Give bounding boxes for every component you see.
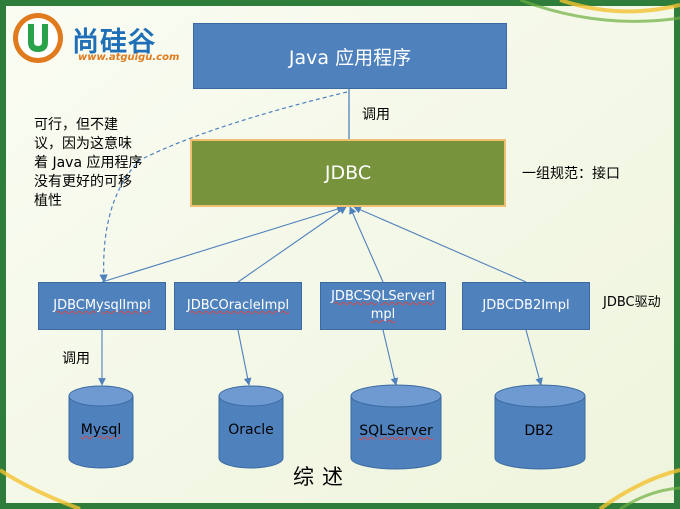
sql-impl-to-db-arrow [382, 329, 399, 386]
db2-db-label: DB2 [524, 423, 554, 439]
oracle-impl-to-jdbc-arrow [237, 206, 347, 283]
db2-impl-to-db-arrow [525, 329, 543, 386]
db2-database-cylinder [494, 384, 586, 470]
jdbc-spec-label: 一组规范：接口 [522, 166, 620, 182]
mysql-impl-box: JDBCMysqlImpl [38, 282, 166, 330]
sqlserver-db-label-text: SQLServer [359, 423, 433, 439]
oracle-impl-box: JDBCOracleImpl [174, 282, 302, 330]
java-app-box: Java 应用程序 [193, 23, 507, 89]
side-note: 可行，但不建议，因为这意味着 Java 应用程序没有更好的可移植性 [34, 117, 143, 209]
summary-title: 综述 [293, 465, 351, 489]
brand-logo: 尚硅谷 www.atguigu.com [10, 8, 180, 68]
oracle-impl-to-db-arrow [237, 329, 252, 386]
call-label-top: 调用 [362, 107, 390, 123]
mysql-db-label-text: Mysql [80, 422, 122, 438]
jdbc-box: JDBC [190, 139, 506, 207]
mysql-db-label: Mysql [51, 422, 151, 438]
db2-impl-to-jdbc-arrow [353, 206, 527, 283]
mysql-database-cylinder [68, 385, 134, 469]
oracle-db-label: Oracle [228, 422, 274, 438]
brand-name: 尚硅谷 [72, 27, 156, 58]
sqlserver-database-cylinder [350, 384, 442, 470]
sqlserver-impl-box: JDBCSQLServerImpl [320, 282, 446, 330]
jdbc-driver-label: JDBC驱动 [603, 295, 661, 310]
brand-logo-icon [13, 13, 63, 63]
oracle-database-cylinder [218, 385, 284, 469]
mysql-impl-to-jdbc-arrow [101, 205, 345, 283]
sqlserver-impl-label: JDBCSQLServerImpl [331, 289, 435, 322]
brand-url: www.atguigu.com [78, 52, 180, 63]
db2-impl-box: JDBCDB2Impl [462, 282, 590, 330]
direct-call-dashed-arrow [99, 91, 348, 283]
oracle-impl-label: JDBCOracleImpl [186, 298, 290, 313]
sqlserver-db-label: SQLServer [346, 423, 446, 439]
call-label-left: 调用 [62, 351, 90, 367]
mysql-impl-label: JDBCMysqlImpl [53, 298, 151, 313]
db2-impl-label: JDBCDB2Impl [482, 298, 570, 313]
sql-impl-to-jdbc-arrow [349, 206, 384, 283]
